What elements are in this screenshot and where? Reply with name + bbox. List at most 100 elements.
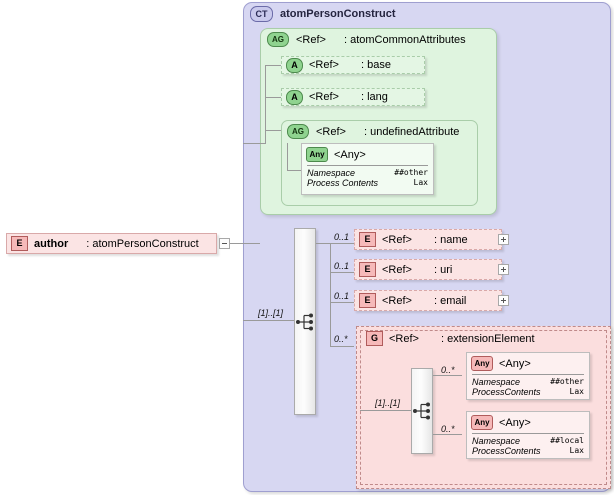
any-extension-local[interactable]: Any <Any> Namespace ##local ProcessConte…	[466, 411, 590, 459]
element-badge: E	[359, 232, 376, 247]
any-property-key: Process Contents	[307, 178, 379, 188]
connector	[243, 143, 265, 144]
expand-toggle-uri[interactable]	[498, 264, 509, 275]
complextype-badge: CT	[250, 6, 273, 22]
element-type: : name	[433, 233, 468, 246]
any-property-value: Lax	[569, 387, 584, 396]
nested-attributegroup-type: : undefinedAttribute	[363, 125, 460, 138]
group-ref: <Ref>	[389, 332, 419, 345]
connector	[330, 243, 354, 244]
attribute-base[interactable]: A <Ref> : base	[281, 56, 425, 74]
attribute-badge: A	[286, 57, 303, 73]
nested-attributegroup-ref: <Ref>	[316, 125, 346, 138]
element-name-ref[interactable]: E <Ref> : name	[354, 229, 502, 250]
any-property-row: ProcessContents Lax	[472, 446, 584, 456]
element-cardinality: 0..1	[334, 232, 350, 242]
any-badge: Any	[471, 415, 493, 430]
connector	[265, 65, 266, 144]
any-badge: Any	[471, 356, 493, 371]
any-properties: Namespace ##other Process Contents Lax	[302, 168, 433, 191]
any-property-row: Process Contents Lax	[307, 178, 428, 188]
expand-toggle-email[interactable]	[498, 295, 509, 306]
nested-attributegroup-header[interactable]: AG <Ref> : undefinedAttribute	[287, 124, 459, 139]
any-cardinality: 0..*	[441, 365, 455, 375]
element-badge: E	[11, 236, 28, 251]
divider	[472, 374, 584, 375]
element-ref: <Ref>	[382, 263, 412, 276]
attributegroup-header[interactable]: AG <Ref> : atomCommonAttributes	[267, 32, 466, 47]
element-uri-ref[interactable]: E <Ref> : uri	[354, 259, 502, 280]
attributegroup-type: : atomCommonAttributes	[343, 33, 466, 46]
inner-sequence-compositor[interactable]	[411, 368, 433, 454]
any-header: Any <Any>	[467, 412, 589, 432]
any-property-value: ##other	[550, 377, 584, 386]
any-extension-other[interactable]: Any <Any> Namespace ##other ProcessConte…	[466, 352, 590, 400]
any-property-row: Namespace ##other	[307, 168, 428, 178]
sequence-cardinality: [1]..[1]	[258, 308, 284, 318]
any-property-key: ProcessContents	[472, 446, 541, 456]
connector	[287, 143, 288, 170]
any-title: <Any>	[334, 148, 366, 161]
attribute-type: : lang	[360, 91, 388, 103]
complextype-title: atomPersonConstruct	[280, 8, 396, 20]
sequence-compositor[interactable]	[294, 228, 316, 415]
connector	[360, 410, 411, 411]
connector	[243, 320, 294, 321]
any-property-key: Namespace	[307, 168, 356, 178]
any-property-value: Lax	[413, 178, 428, 187]
connector	[316, 243, 330, 244]
group-badge: G	[366, 331, 383, 346]
element-type: : email	[433, 294, 467, 307]
any-title: <Any>	[499, 357, 531, 370]
attribute-lang[interactable]: A <Ref> : lang	[281, 88, 425, 106]
element-name: author	[34, 237, 69, 250]
element-author[interactable]: E author : atomPersonConstruct	[6, 233, 217, 254]
element-cardinality: 0..1	[334, 291, 350, 301]
element-type: : uri	[433, 263, 453, 276]
connector	[330, 346, 354, 347]
connector	[265, 97, 281, 98]
sequence-icon	[296, 313, 313, 330]
connector	[433, 375, 462, 376]
inner-sequence-cardinality: [1]..[1]	[375, 398, 401, 408]
connector	[265, 130, 281, 131]
any-property-row: Namespace ##other	[472, 377, 584, 387]
any-header: Any <Any>	[467, 353, 589, 373]
connector	[330, 272, 354, 273]
any-badge: Any	[306, 147, 328, 162]
attributegroup-ref: <Ref>	[296, 33, 326, 46]
extensiongroup-header[interactable]: G <Ref> : extensionElement	[366, 331, 535, 346]
any-property-key: Namespace	[472, 377, 521, 387]
any-undefinedattribute[interactable]: Any <Any> Namespace ##other Process Cont…	[301, 143, 434, 195]
divider	[472, 433, 584, 434]
any-properties: Namespace ##local ProcessContents Lax	[467, 436, 589, 459]
any-header: Any <Any>	[302, 144, 433, 164]
collapse-toggle-author[interactable]	[219, 238, 230, 249]
any-property-value: ##other	[394, 168, 428, 177]
complextype-header: CT atomPersonConstruct	[250, 6, 396, 22]
group-type: : extensionElement	[440, 332, 535, 345]
attribute-type: : base	[360, 59, 391, 71]
any-property-value: ##local	[550, 436, 584, 445]
element-badge: E	[359, 293, 376, 308]
expand-toggle-name[interactable]	[498, 234, 509, 245]
nested-attributegroup-badge: AG	[287, 124, 309, 139]
element-badge: E	[359, 262, 376, 277]
attribute-ref: <Ref>	[309, 91, 339, 103]
extensiongroup-cardinality: 0..*	[334, 334, 348, 344]
any-property-value: Lax	[569, 446, 584, 455]
any-property-row: Namespace ##local	[472, 436, 584, 446]
attributegroup-badge: AG	[267, 32, 289, 47]
connector	[230, 243, 260, 244]
any-cardinality: 0..*	[441, 424, 455, 434]
element-email-ref[interactable]: E <Ref> : email	[354, 290, 502, 311]
any-properties: Namespace ##other ProcessContents Lax	[467, 377, 589, 400]
element-ref: <Ref>	[382, 294, 412, 307]
connector	[433, 434, 462, 435]
element-type: : atomPersonConstruct	[86, 237, 199, 250]
element-ref: <Ref>	[382, 233, 412, 246]
connector	[287, 170, 301, 171]
any-title: <Any>	[499, 416, 531, 429]
attribute-ref: <Ref>	[309, 59, 339, 71]
